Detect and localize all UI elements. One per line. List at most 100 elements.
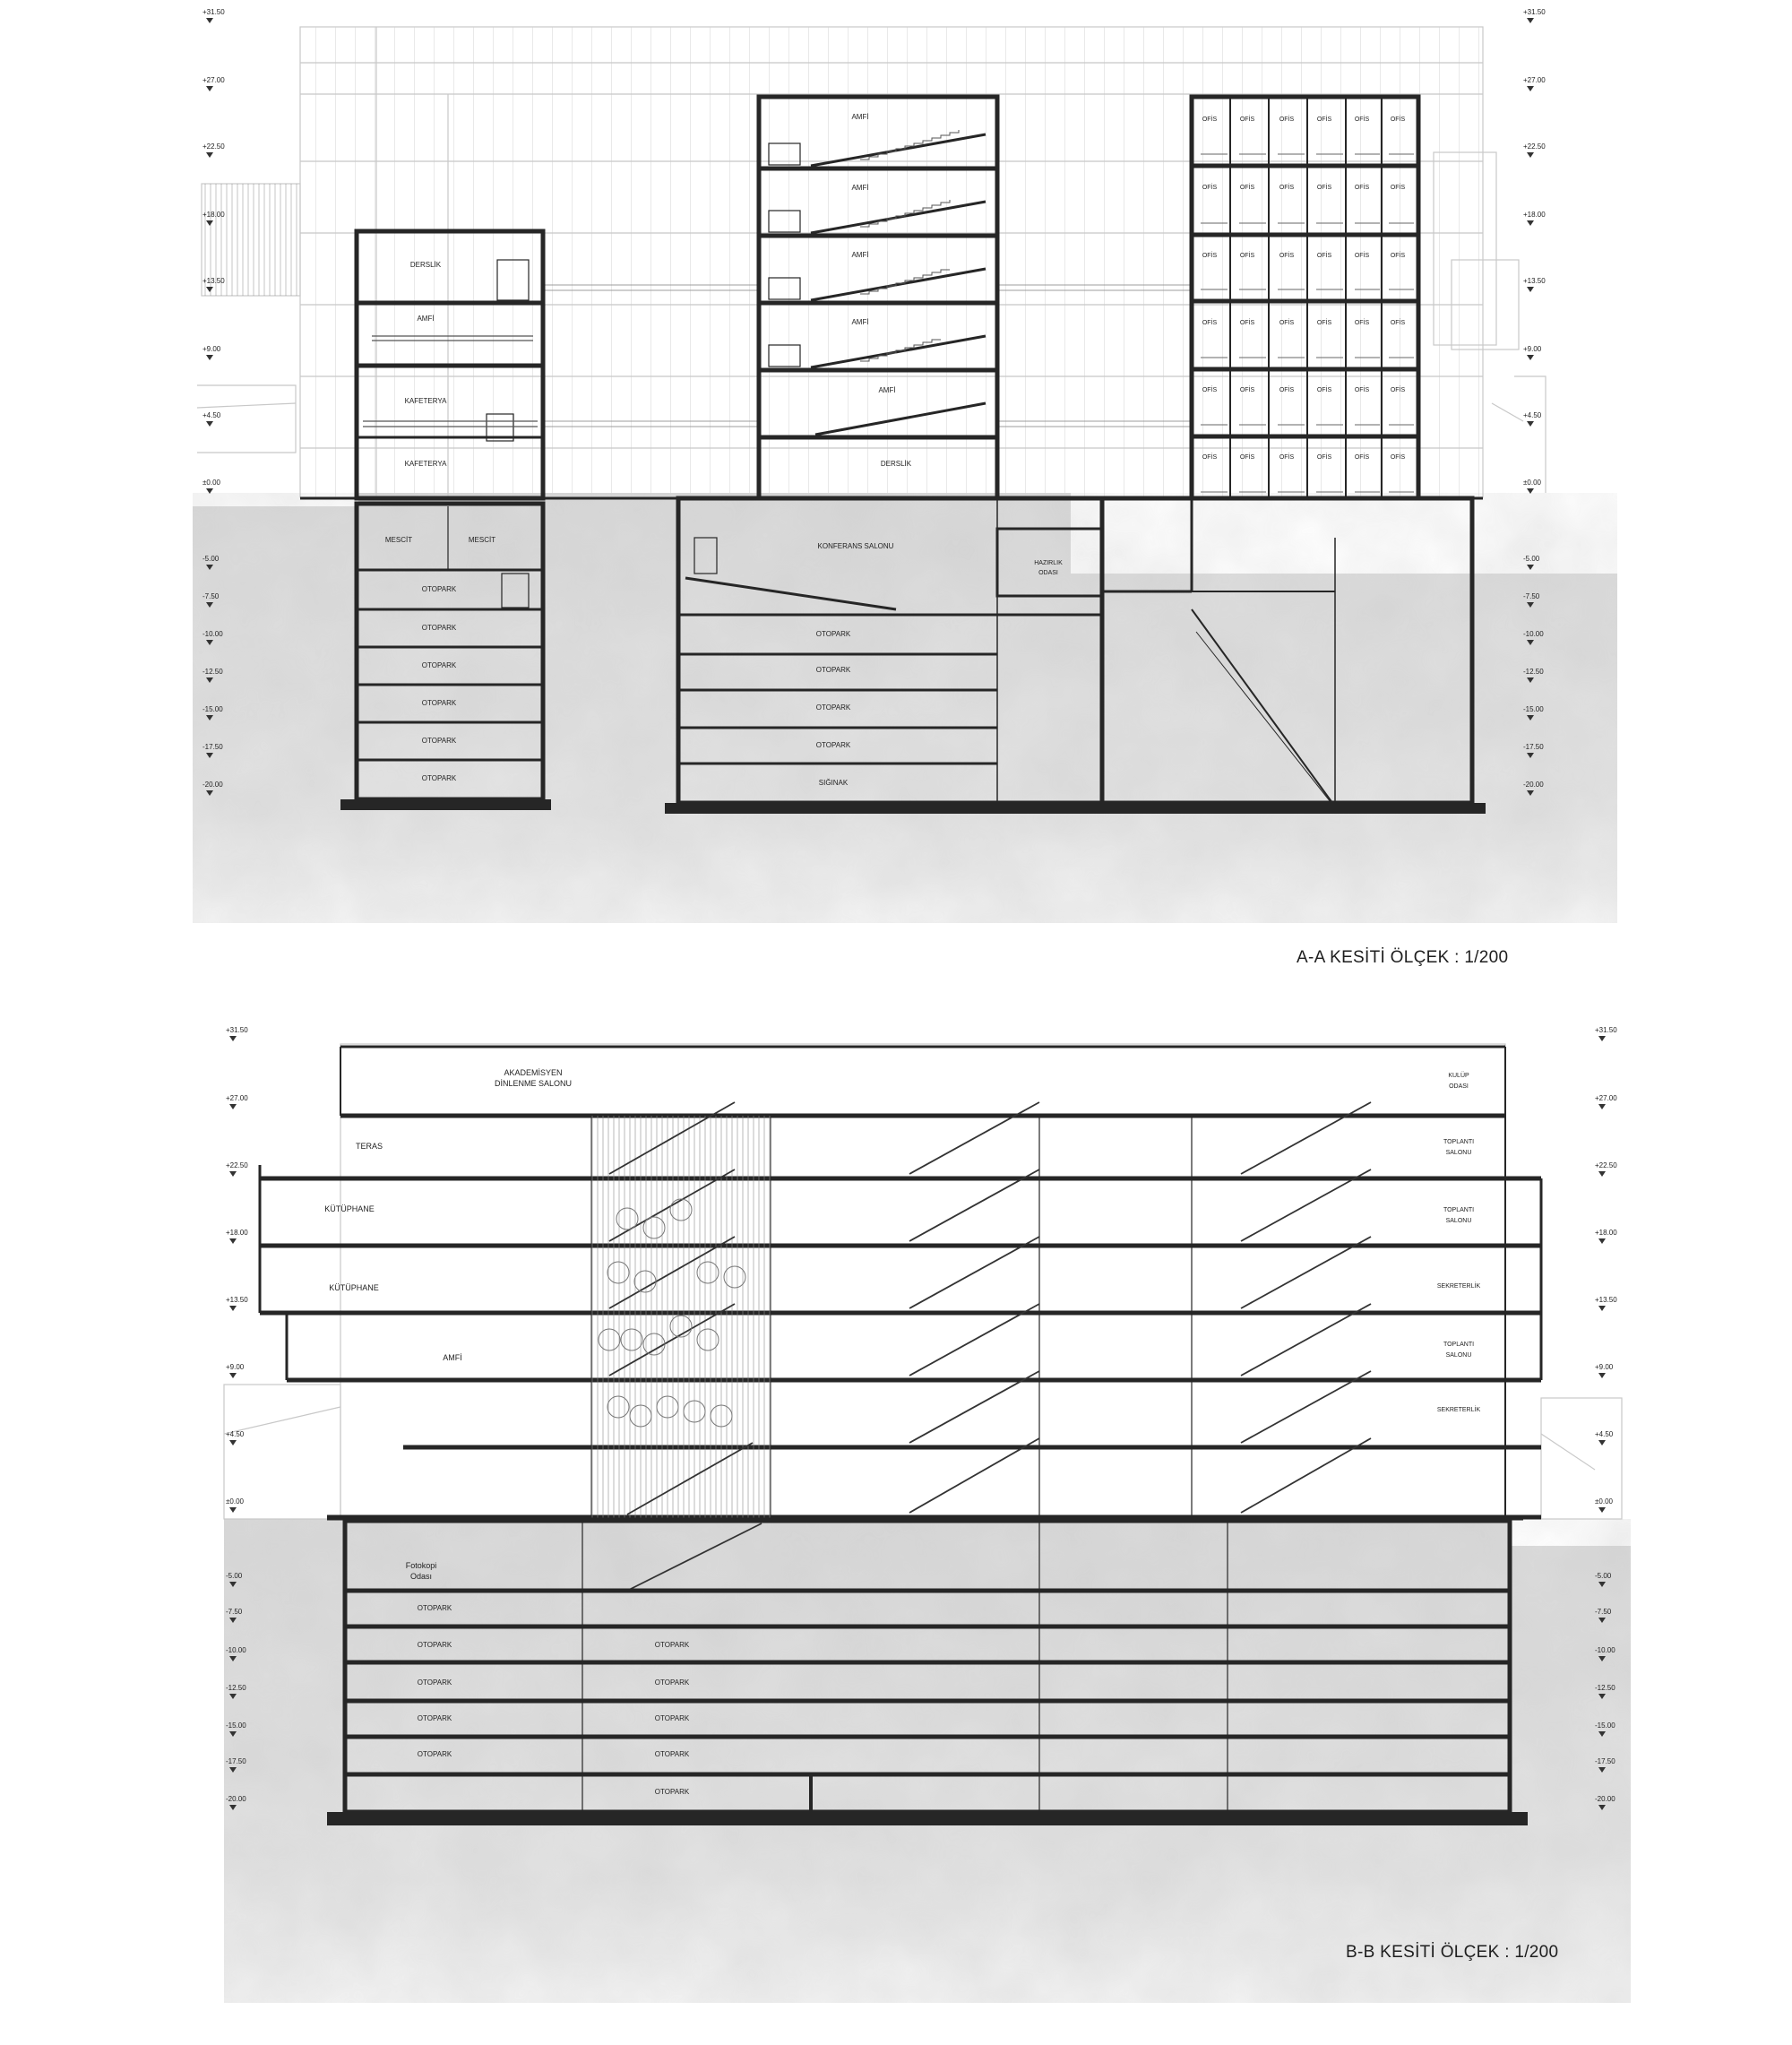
section-a-level-left: -17.50 bbox=[202, 743, 223, 751]
section-a-level-marker bbox=[1527, 18, 1534, 23]
room-label-office-a: OFİS bbox=[1391, 251, 1406, 259]
room-label-office-a: OFİS bbox=[1202, 453, 1218, 461]
room-label-east-b: SEKRETERLİK bbox=[1437, 1405, 1481, 1413]
section-a-level-left: +27.00 bbox=[202, 76, 225, 84]
room-label-parking-b: OTOPARK bbox=[655, 1788, 690, 1796]
section-a-level-right: +9.00 bbox=[1523, 345, 1542, 353]
section-a-level-marker bbox=[206, 677, 213, 683]
section-a-level-left: -12.50 bbox=[202, 668, 223, 676]
section-a-level-marker bbox=[1527, 602, 1534, 608]
room-label-west-b: KÜTÜPHANE bbox=[329, 1283, 379, 1292]
section-b-level-marker bbox=[229, 1507, 237, 1513]
section-a-level-marker bbox=[206, 715, 213, 720]
room-label-east-b: TOPLANTI bbox=[1443, 1342, 1474, 1348]
west-furniture-a bbox=[363, 335, 538, 427]
foundation-b bbox=[327, 1812, 1528, 1825]
section-b-level-marker bbox=[1598, 1440, 1606, 1445]
room-label-west-a: OTOPARK bbox=[422, 585, 457, 593]
section-a-level-marker bbox=[1527, 640, 1534, 645]
office-furniture-a bbox=[1201, 153, 1414, 493]
room-label-office-a: OFİS bbox=[1240, 115, 1255, 123]
room-label-office-a: OFİS bbox=[1240, 453, 1255, 461]
section-a-level-marker bbox=[1527, 715, 1534, 720]
room-label-office-a: OFİS bbox=[1279, 115, 1295, 123]
section-b-level-left: -12.50 bbox=[226, 1684, 246, 1692]
section-a-level-right: +31.50 bbox=[1523, 8, 1546, 16]
section-a-level-marker bbox=[206, 287, 213, 292]
soil-texture-b bbox=[224, 1519, 1631, 2003]
section-a-level-left: +13.50 bbox=[202, 277, 225, 285]
room-label-west-a: MESCİT bbox=[385, 536, 412, 544]
room-label-west-a: OTOPARK bbox=[422, 624, 457, 632]
section-a-level-marker bbox=[206, 152, 213, 158]
section-b-level-left: -17.50 bbox=[226, 1757, 246, 1765]
section-a-level-right: +27.00 bbox=[1523, 76, 1546, 84]
room-label-office-a: OFİS bbox=[1240, 183, 1255, 191]
section-b-level-marker bbox=[1598, 1036, 1606, 1041]
section-b-level-right: +4.50 bbox=[1595, 1430, 1614, 1438]
room-label-office-a: OFİS bbox=[1279, 251, 1295, 259]
section-a-level-marker bbox=[206, 753, 213, 758]
room-label-middle-a: KONFERANS SALONU bbox=[818, 542, 894, 550]
section-b-level-marker bbox=[1598, 1507, 1606, 1513]
section-b-level-marker bbox=[1598, 1104, 1606, 1109]
section-b-level-right: -5.00 bbox=[1595, 1572, 1612, 1580]
section-b-level-left: +22.50 bbox=[226, 1161, 248, 1169]
section-a-level-marker bbox=[1527, 565, 1534, 570]
east-block-a bbox=[1099, 94, 1475, 807]
section-b-level-marker bbox=[229, 1656, 237, 1661]
elevation-levels-b: +31.50+31.50+27.00+27.00+22.50+22.50+18.… bbox=[226, 1026, 1617, 1810]
section-b-level-left: ±0.00 bbox=[226, 1497, 245, 1506]
section-a-level-marker bbox=[1527, 220, 1534, 226]
room-label-middle-a: OTOPARK bbox=[816, 703, 851, 712]
room-label-service-a: ODASI bbox=[1038, 570, 1058, 576]
section-b-level-right: -12.50 bbox=[1595, 1684, 1615, 1692]
section-a-level-marker bbox=[206, 355, 213, 360]
room-label-middle-a: SIĞINAK bbox=[819, 779, 849, 787]
section-b-level-marker bbox=[229, 1440, 237, 1445]
west-foundation-a bbox=[340, 799, 551, 810]
section-a-level-marker bbox=[206, 602, 213, 608]
room-label-west-a: MESCİT bbox=[469, 536, 495, 544]
section-b-level-marker bbox=[229, 1767, 237, 1773]
section-a-level-left: -15.00 bbox=[202, 705, 223, 713]
section-a-level-left: -10.00 bbox=[202, 630, 223, 638]
section-b-level-left: +31.50 bbox=[226, 1026, 248, 1034]
section-b-level-left: -20.00 bbox=[226, 1795, 246, 1803]
section-a-level-marker bbox=[1527, 790, 1534, 796]
room-label-office-a: OFİS bbox=[1317, 251, 1332, 259]
room-label-middle-a: AMFİ bbox=[851, 251, 868, 259]
room-label-middle-a: AMFİ bbox=[878, 386, 895, 394]
middle-foundation-a bbox=[665, 803, 1120, 814]
section-b-level-marker bbox=[229, 1238, 237, 1244]
room-label-office-a: OFİS bbox=[1240, 318, 1255, 326]
room-label-office-a: OFİS bbox=[1317, 385, 1332, 393]
section-b-level-right: ±0.00 bbox=[1595, 1497, 1614, 1506]
room-label-middle-a: OTOPARK bbox=[816, 741, 851, 749]
room-label-west-b: AKADEMİSYEN bbox=[504, 1068, 562, 1077]
room-label-office-a: OFİS bbox=[1317, 453, 1332, 461]
room-label-office-a: OFİS bbox=[1240, 385, 1255, 393]
room-label-office-a: OFİS bbox=[1202, 251, 1218, 259]
stair-flights-b bbox=[608, 1101, 1372, 1592]
room-label-parking-b: OTOPARK bbox=[418, 1750, 452, 1758]
room-label-office-a: OFİS bbox=[1202, 385, 1218, 393]
room-label-west-a: KAFETERYA bbox=[405, 397, 447, 405]
section-b-level-left: -7.50 bbox=[226, 1608, 243, 1616]
section-a-level-marker bbox=[1527, 355, 1534, 360]
section-b-level-marker bbox=[1598, 1171, 1606, 1177]
room-label-east-b: SALONU bbox=[1446, 1150, 1472, 1156]
room-label-office-a: OFİS bbox=[1355, 251, 1370, 259]
room-label-parking-b: OTOPARK bbox=[418, 1641, 452, 1649]
room-label-office-a: OFİS bbox=[1240, 251, 1255, 259]
stair-steps-a bbox=[860, 130, 960, 362]
room-label-west-b: Odası bbox=[410, 1572, 432, 1581]
room-label-office-a: OFİS bbox=[1317, 318, 1332, 326]
section-a-level-right: +4.50 bbox=[1523, 411, 1542, 419]
room-label-middle-a: OTOPARK bbox=[816, 666, 851, 674]
section-a-level-marker bbox=[206, 86, 213, 91]
room-label-office-a: OFİS bbox=[1391, 183, 1406, 191]
